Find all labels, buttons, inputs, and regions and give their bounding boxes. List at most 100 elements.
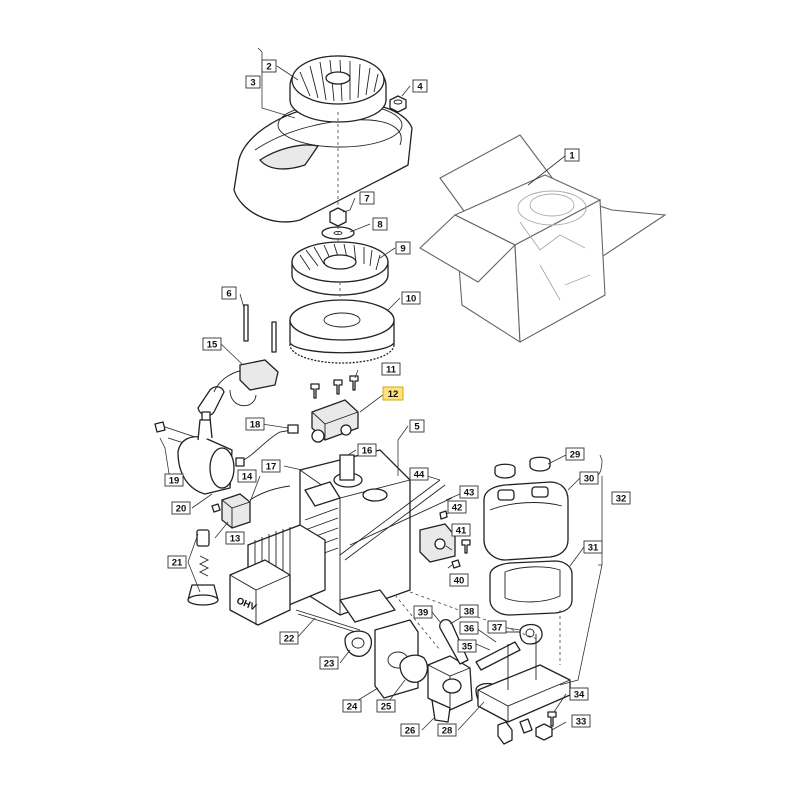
nut-33 [535, 723, 553, 741]
callout-31[interactable]: 31 [583, 540, 603, 554]
engine-block [299, 449, 411, 623]
callout-13[interactable]: 13 [225, 531, 245, 545]
callout-10[interactable]: 10 [401, 291, 421, 305]
callout-1[interactable]: 1 [564, 148, 580, 162]
callout-14[interactable]: 14 [237, 469, 257, 483]
svg-text:29: 29 [570, 450, 581, 461]
svg-text:17: 17 [266, 462, 277, 473]
callout-38[interactable]: 38 [459, 604, 479, 618]
callout-8[interactable]: 8 [372, 217, 388, 231]
svg-text:13: 13 [230, 534, 241, 545]
svg-text:41: 41 [456, 526, 467, 537]
callout-33[interactable]: 33 [571, 714, 591, 728]
callout-17[interactable]: 17 [261, 459, 281, 473]
callout-22[interactable]: 22 [279, 631, 299, 645]
callout-41[interactable]: 41 [451, 523, 471, 537]
starter-drive [187, 529, 219, 606]
callout-30[interactable]: 30 [579, 471, 599, 485]
callout-18[interactable]: 18 [245, 417, 265, 431]
callout-42[interactable]: 42 [447, 500, 467, 514]
svg-text:24: 24 [347, 702, 358, 713]
svg-text:18: 18 [250, 420, 261, 431]
svg-text:5: 5 [414, 422, 420, 433]
callout-4[interactable]: 4 [412, 79, 428, 93]
callout-32[interactable]: 32 [611, 491, 631, 505]
svg-text:43: 43 [464, 488, 475, 499]
assembly-guides [337, 112, 561, 665]
svg-text:11: 11 [386, 365, 397, 376]
callout-36[interactable]: 36 [459, 621, 479, 635]
callout-3[interactable]: 3 [245, 75, 261, 89]
svg-text:7: 7 [364, 194, 369, 205]
callout-7[interactable]: 7 [359, 191, 375, 205]
callout-5[interactable]: 5 [409, 419, 425, 433]
svg-text:3: 3 [250, 78, 255, 89]
svg-text:10: 10 [406, 294, 417, 305]
svg-text:36: 36 [464, 624, 475, 635]
callout-44[interactable]: 44 [409, 467, 429, 481]
leader-lines [159, 47, 603, 731]
recoil-starter [289, 55, 387, 123]
callout-23[interactable]: 23 [319, 656, 339, 670]
starter-motor [154, 411, 235, 495]
svg-text:32: 32 [616, 494, 627, 505]
callout-6[interactable]: 6 [221, 286, 237, 300]
callout-2[interactable]: 2 [261, 59, 277, 73]
svg-text:21: 21 [172, 558, 183, 569]
svg-text:26: 26 [405, 726, 416, 737]
governor-bracket [419, 510, 471, 569]
intake-plate [295, 609, 429, 699]
ignition-coil [311, 399, 359, 443]
svg-text:12: 12 [388, 389, 399, 400]
callout-16[interactable]: 16 [357, 443, 377, 457]
svg-text:22: 22 [284, 634, 295, 645]
callout-12[interactable]: 12 [382, 386, 404, 401]
cooling-fan [291, 241, 389, 296]
callout-20[interactable]: 20 [171, 501, 191, 515]
svg-text:30: 30 [584, 474, 595, 485]
callout-25[interactable]: 25 [376, 699, 396, 713]
breather-hose [439, 618, 543, 671]
svg-text:16: 16 [362, 446, 373, 457]
flywheel-nut [329, 207, 347, 227]
screws-11 [310, 375, 359, 399]
callout-40[interactable]: 40 [449, 573, 469, 587]
callout-26[interactable]: 26 [400, 723, 420, 737]
cylinder-head: OHV [229, 524, 326, 626]
flywheel [289, 299, 395, 364]
svg-text:34: 34 [574, 690, 585, 701]
svg-text:8: 8 [377, 220, 382, 231]
spark-plug-cap [197, 359, 279, 417]
svg-text:1: 1 [569, 151, 575, 162]
dipstick-tube [339, 479, 453, 561]
svg-text:44: 44 [414, 470, 425, 481]
studs-6 [243, 304, 277, 353]
svg-text:39: 39 [418, 608, 429, 619]
svg-text:31: 31 [588, 543, 599, 554]
callout-43[interactable]: 43 [459, 485, 479, 499]
callout-9[interactable]: 9 [395, 241, 411, 255]
nut-4 [389, 95, 407, 113]
knobs-29 [494, 456, 551, 479]
callout-39[interactable]: 39 [413, 605, 433, 619]
callout-29[interactable]: 29 [565, 447, 585, 461]
svg-text:40: 40 [454, 576, 465, 587]
callout-28[interactable]: 28 [437, 723, 457, 737]
engine-box [419, 134, 667, 344]
svg-text:28: 28 [442, 726, 453, 737]
callout-34[interactable]: 34 [569, 687, 589, 701]
callout-24[interactable]: 24 [342, 699, 362, 713]
callout-35[interactable]: 35 [457, 639, 477, 653]
svg-text:33: 33 [576, 717, 587, 728]
svg-text:4: 4 [417, 82, 423, 93]
callout-11[interactable]: 11 [381, 362, 401, 376]
callout-19[interactable]: 19 [164, 473, 184, 487]
svg-text:35: 35 [462, 642, 473, 653]
callout-15[interactable]: 15 [202, 337, 222, 351]
screws-34 [547, 711, 557, 727]
callout-37[interactable]: 37 [487, 620, 507, 634]
svg-text:38: 38 [464, 607, 475, 618]
callout-21[interactable]: 21 [167, 555, 187, 569]
svg-text:37: 37 [492, 623, 503, 634]
